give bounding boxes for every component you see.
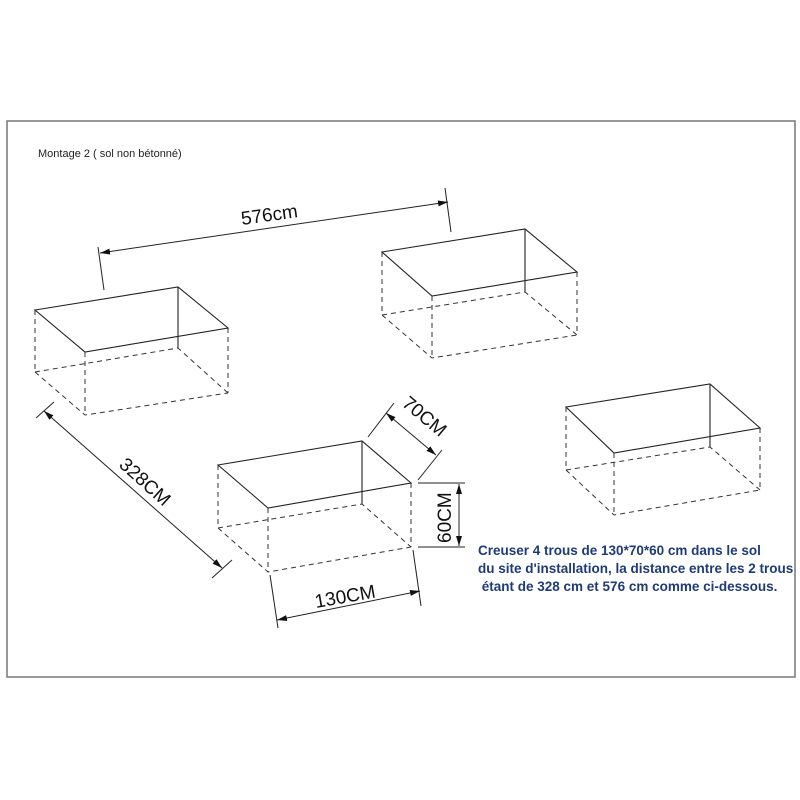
drawing-frame (6, 120, 796, 678)
note-line-2: du site d'installation, la distance entr… (478, 561, 793, 576)
dimension-label-60: 60CM (435, 492, 456, 543)
note-line-3: étant de 328 cm et 576 cm comme ci-desso… (478, 579, 777, 594)
dimension-328cm: 328CM (35, 401, 233, 579)
dimension-70cm: 70CM (367, 393, 450, 481)
dimension-576cm: 576cm (97, 187, 452, 291)
hole-box-3 (216, 440, 413, 573)
dimension-label-70: 70CM (398, 393, 450, 442)
dimension-130cm: 130CM (269, 549, 422, 629)
hole-box-4 (564, 383, 762, 516)
note-line-1: Creuser 4 trous de 130*70*60 cm dans le … (478, 543, 761, 558)
diagram-title: Montage 2 ( sol non bétonné) (38, 148, 182, 160)
dimension-label-328: 328CM (115, 454, 175, 511)
dimension-60cm: 60CM (418, 482, 465, 548)
instruction-note: Creuser 4 trous de 130*70*60 cm dans le … (478, 543, 793, 594)
hole-box-2 (380, 228, 579, 359)
hole-box-1 (33, 286, 230, 416)
dimension-label-576: 576cm (240, 201, 299, 230)
dimension-label-130: 130CM (313, 582, 377, 613)
